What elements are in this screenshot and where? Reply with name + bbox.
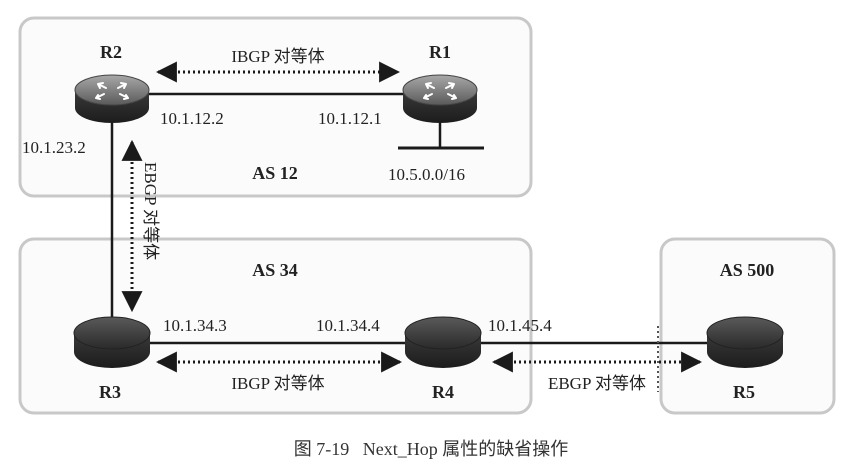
router-icon bbox=[95, 82, 129, 100]
router-label-r5: R5 bbox=[733, 382, 755, 402]
address-r3-r4-right: 10.1.34.4 bbox=[316, 316, 380, 335]
peering-label-r2-r3: EBGP 对等体 bbox=[141, 162, 160, 260]
router-label-r1: R1 bbox=[429, 42, 451, 62]
address-r2-r1-left: 10.1.12.2 bbox=[160, 109, 224, 128]
address-r1-network: 10.5.0.0/16 bbox=[388, 165, 465, 184]
peering-label-r4-r5: EBGP 对等体 bbox=[548, 374, 646, 393]
as34-box bbox=[18, 237, 533, 415]
figure-caption: 图 7-19 Next_Hop 属性的缺省操作 bbox=[294, 439, 568, 459]
as-label-12: AS 12 bbox=[252, 163, 298, 183]
address-r3-r4-left: 10.1.34.3 bbox=[163, 316, 227, 335]
address-r4-r5: 10.1.45.4 bbox=[488, 316, 552, 335]
as-label-500: AS 500 bbox=[720, 260, 775, 280]
router-r3 bbox=[73, 316, 151, 368]
address-r2-r3: 10.1.23.2 bbox=[22, 138, 86, 157]
router-r4 bbox=[404, 316, 482, 368]
router-r5 bbox=[706, 316, 784, 368]
peering-label-r2-r1: IBGP 对等体 bbox=[231, 47, 324, 66]
as-label-34: AS 34 bbox=[252, 260, 298, 280]
router-r1 bbox=[402, 74, 478, 123]
router-label-r3: R3 bbox=[99, 382, 121, 402]
router-label-r4: R4 bbox=[432, 382, 454, 402]
peering-label-r3-r4: IBGP 对等体 bbox=[231, 374, 324, 393]
router-label-r2: R2 bbox=[100, 42, 122, 62]
router-r2 bbox=[74, 74, 150, 123]
router-icon bbox=[423, 82, 457, 100]
as12-box bbox=[18, 16, 533, 198]
address-r2-r1-right: 10.1.12.1 bbox=[318, 109, 382, 128]
